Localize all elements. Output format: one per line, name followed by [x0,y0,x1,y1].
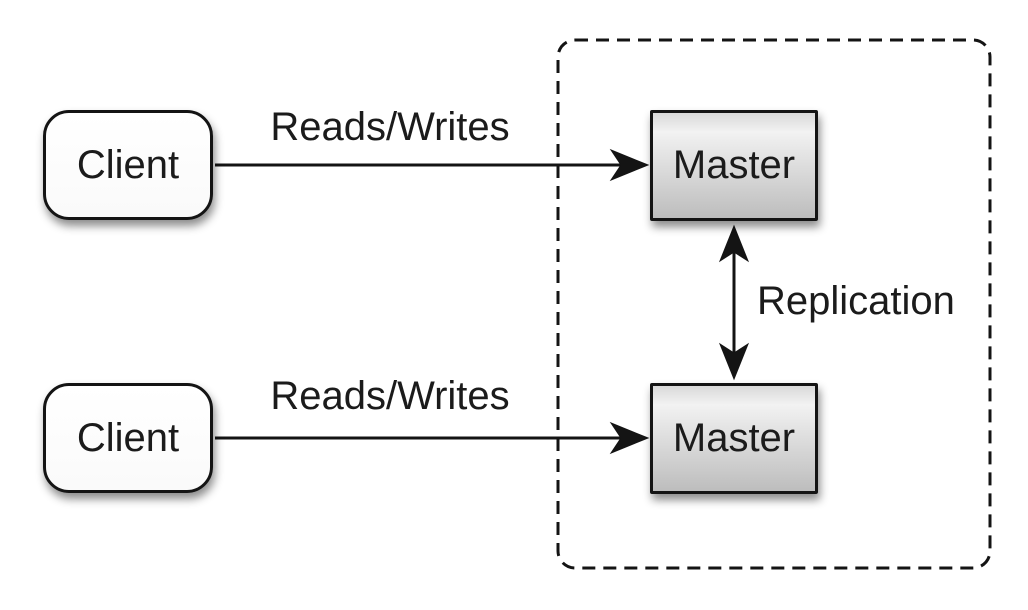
node-client-top: Client [43,110,213,220]
edge-label-reads-writes-top: Reads/Writes [270,105,510,149]
node-master-bottom: Master [650,383,818,494]
edge-label-reads-writes-bottom: Reads/Writes [270,374,510,418]
node-master-bottom-label: Master [672,416,796,460]
edge-reads-writes-top [215,148,650,182]
node-master-top: Master [650,110,818,221]
edge-label-replication: Replication [757,279,955,323]
node-client-top-label: Client [76,142,180,187]
node-client-bottom-label: Client [76,415,180,460]
edge-replication [718,224,750,381]
replication-group-border [556,38,992,570]
node-master-top-label: Master [672,143,796,187]
node-client-bottom: Client [43,383,213,493]
edge-reads-writes-bottom [215,421,650,455]
